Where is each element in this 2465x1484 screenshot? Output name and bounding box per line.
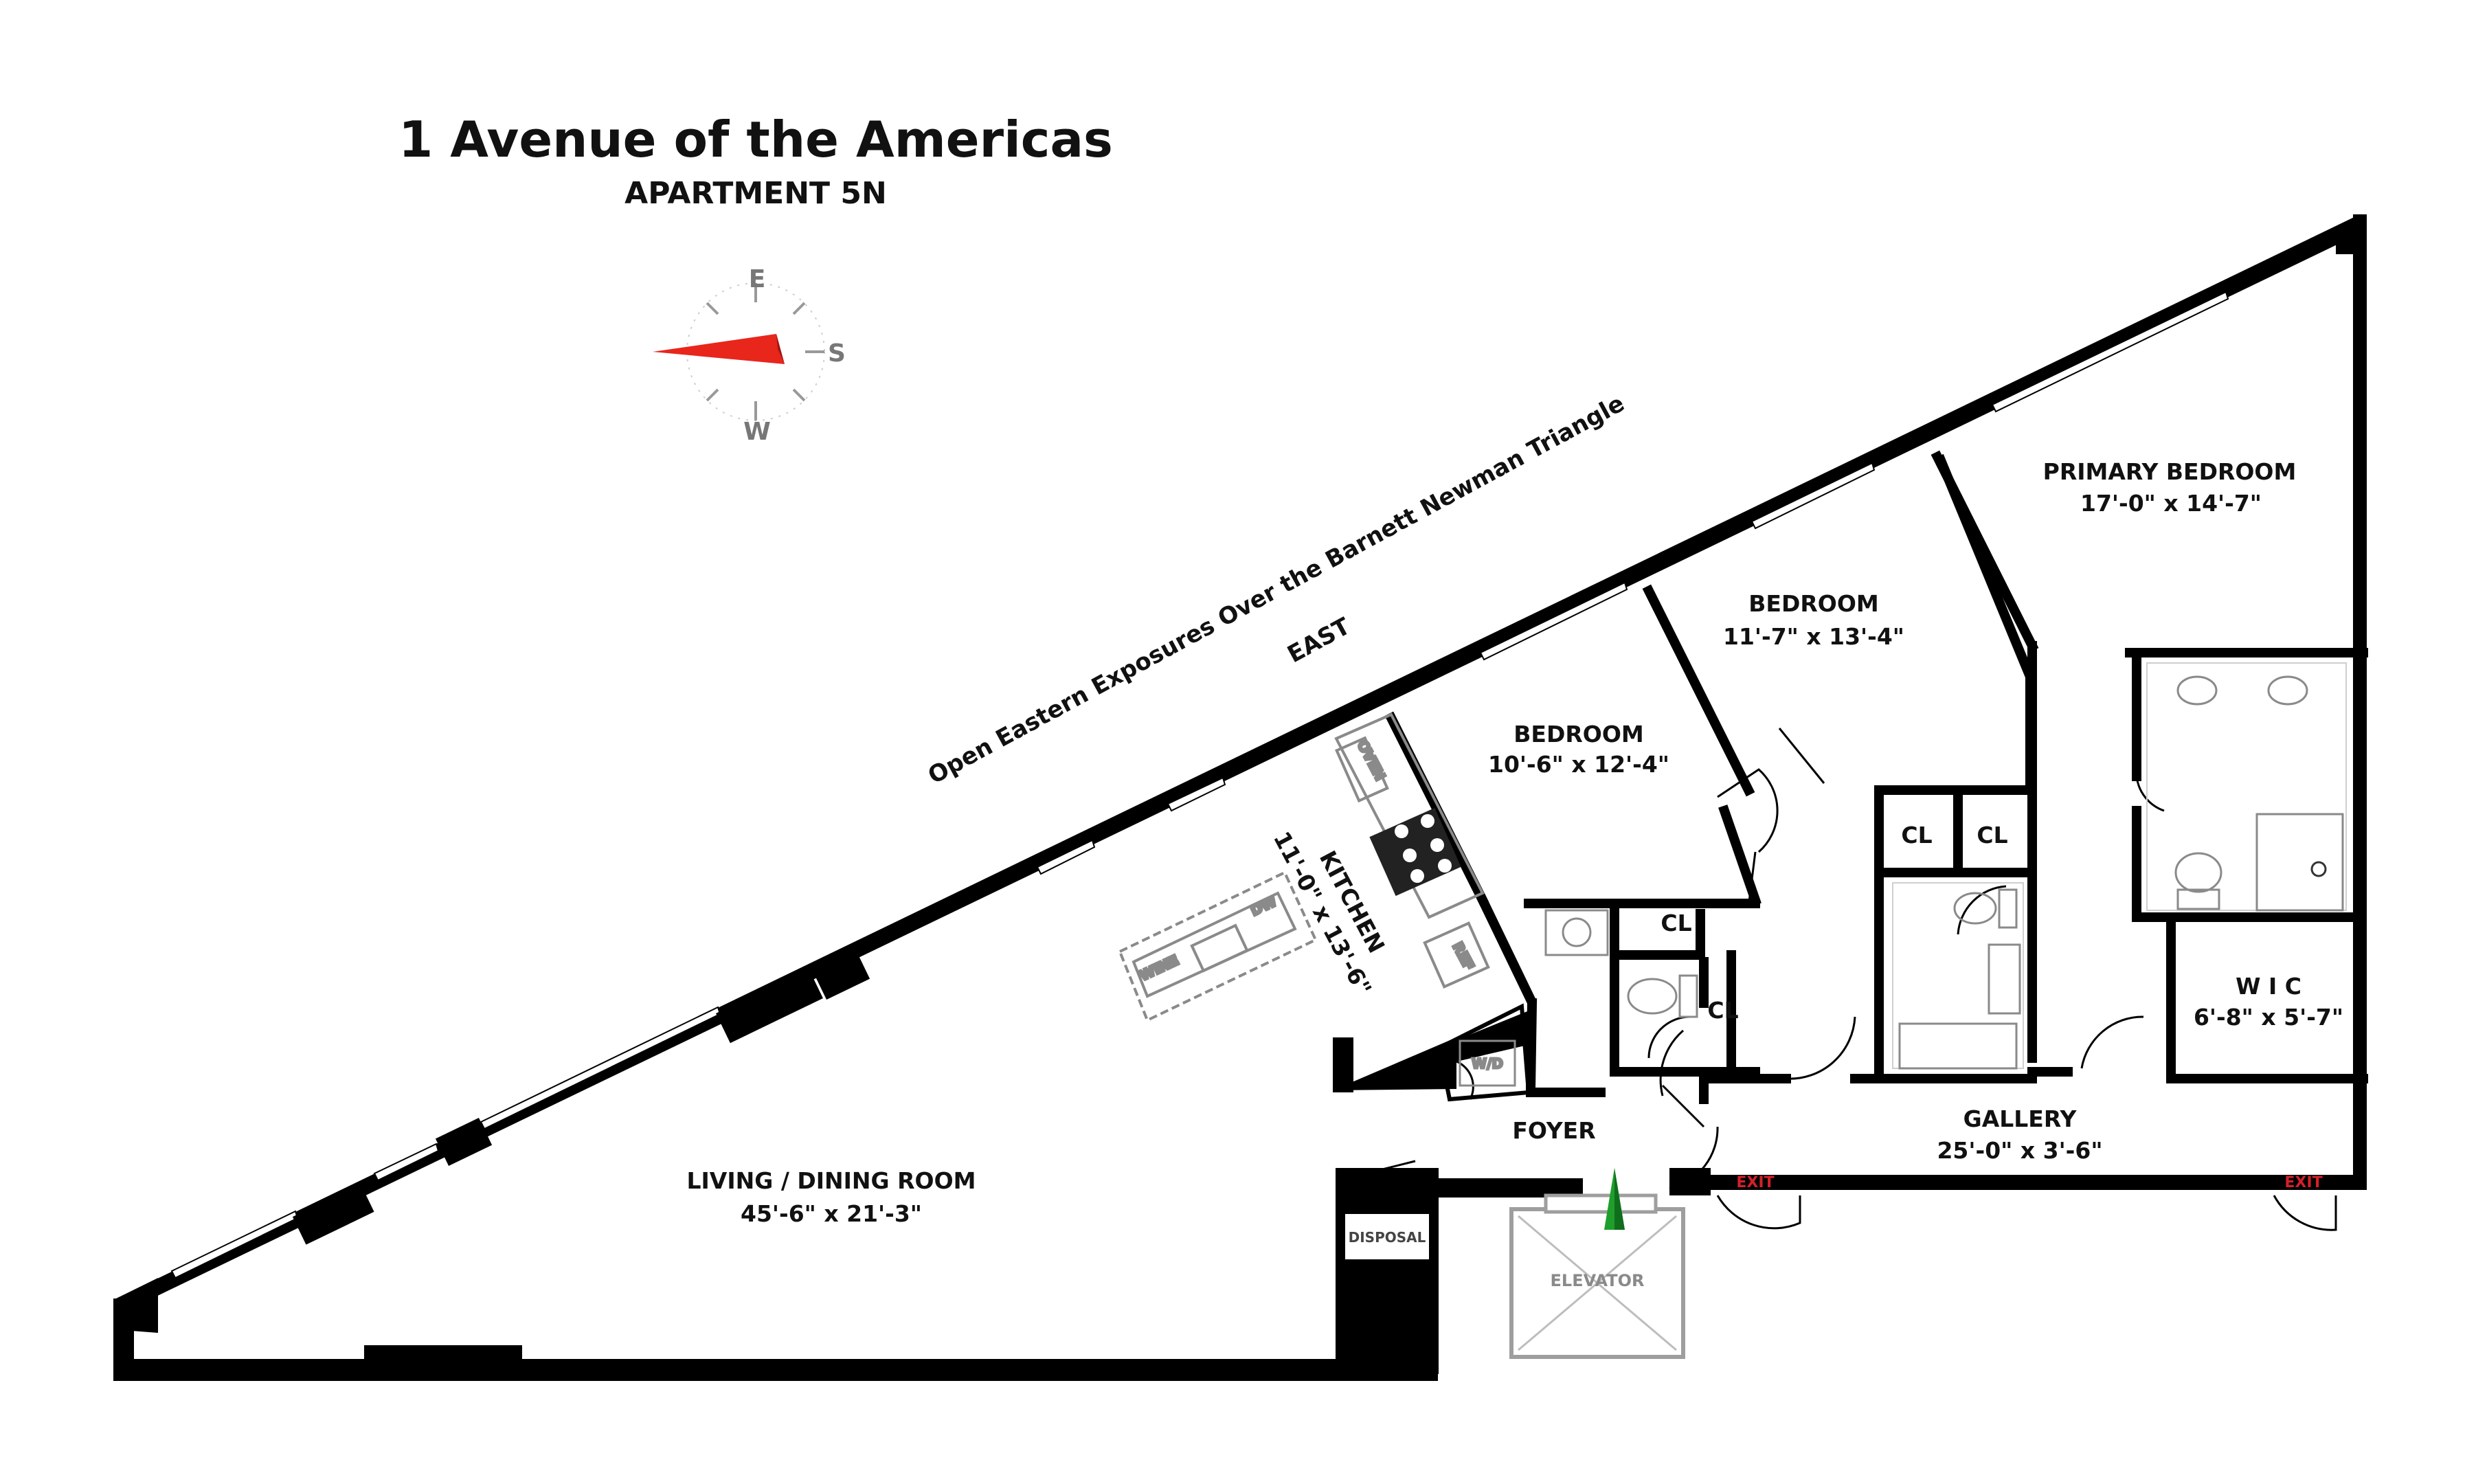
closet-label-3: CL: [1661, 910, 1691, 936]
wic-dim: 6'-8" x 5'-7": [2194, 1004, 2343, 1031]
foyer-name: FOYER: [1512, 1117, 1595, 1144]
closet-label-4: CL: [1707, 997, 1738, 1024]
exit-label-1: EXIT: [1736, 1174, 1774, 1191]
doors: [1346, 728, 2337, 1231]
compass-e: E: [749, 265, 766, 293]
wic-name: W I C: [2236, 973, 2301, 1000]
address-title: 1 Avenue of the Americas: [398, 111, 1113, 168]
bedroom2-name: BEDROOM: [1748, 590, 1878, 617]
living-dim: 45'-6" x 21'-3": [741, 1200, 922, 1227]
closet-label-2: CL: [1977, 822, 2007, 848]
wd-label: W/D: [1472, 1055, 1503, 1072]
wd-closet: W/D: [1437, 1003, 1531, 1102]
window-bands: [170, 291, 2229, 1279]
disposal-label: DISPOSAL: [1349, 1229, 1426, 1246]
interior-walls: [1384, 450, 2368, 1104]
bedroom2-dim: 11'-7" x 13'-4": [1723, 623, 1904, 650]
ref-label: REF: [1450, 939, 1478, 973]
compass-w: W: [743, 418, 771, 446]
oven-label: OVEN: [1354, 738, 1388, 783]
exit-label-2: EXIT: [2284, 1174, 2322, 1191]
elevator-label: ELEVATOR: [1551, 1271, 1645, 1290]
dw-label: DW: [1248, 893, 1279, 919]
ref-appliance: REF: [1423, 921, 1490, 989]
closet-label-1: CL: [1901, 822, 1932, 848]
primary-bedroom-dim: 17'-0" x 14'-7": [2080, 490, 2262, 517]
bath-fixtures: W/D: [1437, 662, 2347, 1102]
bedroom3-name: BEDROOM: [1513, 721, 1643, 747]
exposure-side: EAST: [1283, 612, 1355, 668]
kitchen-island: WINE DW: [1118, 870, 1318, 1022]
primary-bedroom-name: PRIMARY BEDROOM: [2043, 458, 2297, 485]
unit-subtitle: APARTMENT 5N: [624, 176, 887, 211]
living-name: LIVING / DINING ROOM: [687, 1167, 976, 1194]
bedroom3-dim: 10'-6" x 12'-4": [1488, 751, 1669, 778]
exterior-walls: [113, 214, 2367, 1381]
compass-s: S: [828, 339, 846, 368]
cooktop-icon: [1369, 807, 1461, 897]
compass-icon: E S W: [653, 265, 846, 446]
compass-needle: [653, 334, 785, 364]
elevator: ELEVATOR: [1509, 1193, 1685, 1359]
gallery-name: GALLERY: [1963, 1105, 2078, 1132]
gallery-dim: 25'-0" x 3'-6": [1937, 1137, 2102, 1164]
